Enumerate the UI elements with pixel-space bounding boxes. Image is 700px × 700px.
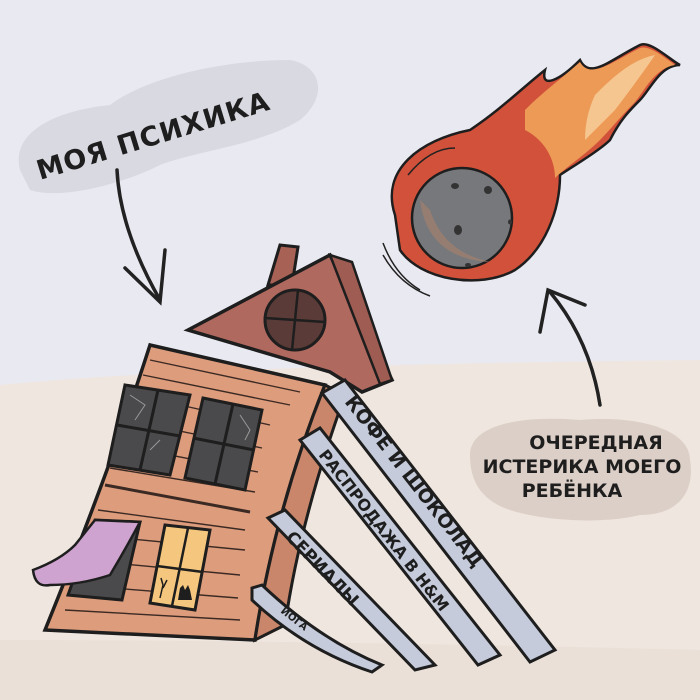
window-upper-right [183, 396, 264, 492]
cat-silhouette-icon [178, 585, 192, 600]
meteor-icon [382, 42, 681, 297]
plant-icon [159, 577, 168, 599]
tantrum-caption-line1: ОЧЕРЕДНАЯ [529, 432, 663, 454]
window-lit [148, 523, 212, 612]
curtain [31, 518, 143, 587]
tantrum-caption-bubble: ОЧЕРЕДНАЯ ИСТЕРИКА МОЕГО РЕБЁНКА [470, 418, 691, 521]
window-upper-left [106, 383, 192, 477]
psyche-caption-bubble: МОЯ ПСИХИКА [18, 60, 319, 194]
arrow-to-house-icon [115, 168, 167, 306]
window-curtain [31, 518, 143, 602]
tantrum-caption-line3: РЕБЁНКА [522, 478, 623, 502]
roof-round-window [263, 288, 327, 352]
arrow-to-meteor-icon [538, 287, 602, 407]
tantrum-caption-line2: ИСТЕРИКА МОЕГО [483, 456, 682, 478]
